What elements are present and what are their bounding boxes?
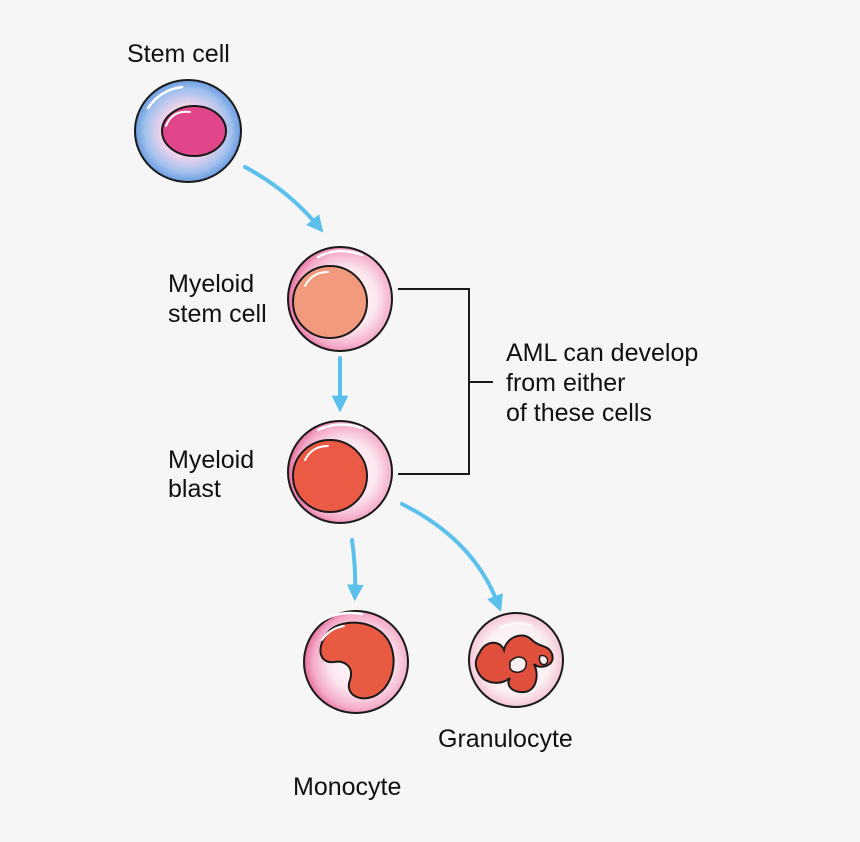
aml-bracket bbox=[398, 288, 493, 475]
aml-note-line1: AML can develop bbox=[506, 339, 698, 367]
aml-note-line2: from either bbox=[506, 369, 625, 397]
myeloid-stem-cell bbox=[287, 246, 393, 352]
myeloid-blast-label-line2: blast bbox=[168, 475, 221, 503]
myeloid-stem-cell-nucleus bbox=[292, 265, 368, 339]
myeloid-blast-nucleus bbox=[292, 439, 368, 513]
stem-cell bbox=[134, 79, 242, 183]
stem-cell-nucleus bbox=[161, 105, 227, 157]
granulocyte bbox=[468, 612, 564, 708]
stem-cell-label: Stem cell bbox=[127, 40, 230, 68]
myeloid-blast-label-line1: Myeloid bbox=[168, 446, 254, 474]
arrow-stem-to-myeloid bbox=[243, 165, 324, 233]
monocyte bbox=[303, 610, 409, 714]
aml-note-line3: of these cells bbox=[506, 399, 652, 427]
arrow-blast-to-granulocyte bbox=[400, 502, 503, 612]
arrow-blast-to-monocyte bbox=[346, 538, 364, 602]
myeloid-blast bbox=[287, 420, 393, 524]
monocyte-nucleus bbox=[319, 621, 395, 700]
myeloid-stem-cell-label-line1: Myeloid bbox=[168, 270, 254, 298]
granulocyte-label: Granulocyte bbox=[438, 725, 573, 753]
monocyte-label: Monocyte bbox=[293, 773, 401, 801]
myeloid-stem-cell-label-line2: stem cell bbox=[168, 300, 267, 328]
